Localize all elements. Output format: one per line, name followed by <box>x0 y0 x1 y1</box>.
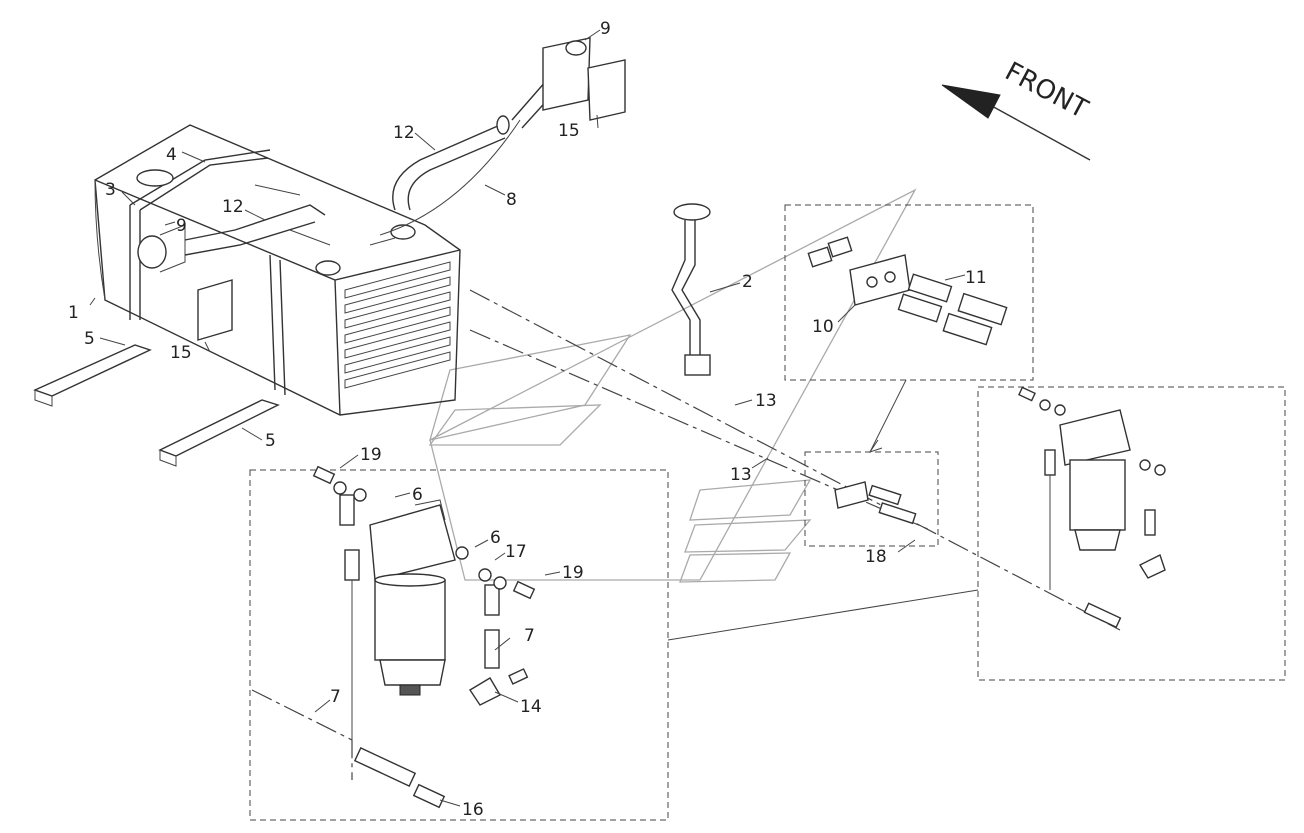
callout-9a: 9 <box>600 19 611 39</box>
tank-vent-slots <box>344 261 451 389</box>
callout-15a: 15 <box>558 121 580 141</box>
leader-detail-top <box>869 379 907 453</box>
support-brackets <box>33 344 280 467</box>
fuel-line-main <box>469 289 1121 631</box>
callout-18: 18 <box>865 547 887 567</box>
callout-5a: 5 <box>84 329 95 349</box>
callout-labels: 1 2 3 4 5 5 6 6 7 7 8 9 9 10 11 12 12 <box>68 19 987 820</box>
filler-pipe <box>379 37 626 236</box>
callout-13a: 13 <box>755 391 777 411</box>
fuel-level-sender <box>671 203 711 376</box>
callout-5b: 5 <box>265 431 276 451</box>
callout-11: 11 <box>965 268 987 288</box>
fuel-filter-left <box>251 465 536 809</box>
callout-19b: 19 <box>562 563 584 583</box>
callout-7a: 7 <box>330 687 341 707</box>
callout-12a: 12 <box>393 123 415 143</box>
detail-box-small <box>804 451 939 547</box>
callout-6b: 6 <box>490 528 501 548</box>
bulkhead-connector <box>807 236 1008 346</box>
callout-17: 17 <box>505 542 527 562</box>
callout-19a: 19 <box>360 445 382 465</box>
callout-13b: 13 <box>730 465 752 485</box>
fuel-filter-right <box>1018 386 1166 629</box>
callout-10: 10 <box>812 317 834 337</box>
front-label: FRONT <box>1000 57 1093 125</box>
callout-16: 16 <box>462 800 484 820</box>
front-direction-arrow: FRONT <box>941 57 1093 161</box>
callout-6a: 6 <box>412 485 423 505</box>
callout-9b: 9 <box>176 216 187 236</box>
detail-box-filter-left <box>249 469 669 821</box>
leader-detail-right <box>667 589 979 641</box>
fuel-tank <box>94 124 461 416</box>
callout-15b: 15 <box>170 343 192 363</box>
callout-2: 2 <box>742 272 753 292</box>
callout-4: 4 <box>166 145 177 165</box>
callout-12b: 12 <box>222 197 244 217</box>
callout-3: 3 <box>105 180 116 200</box>
small-connector <box>834 481 917 525</box>
detail-box-connector <box>784 204 1034 381</box>
callout-14: 14 <box>520 697 542 717</box>
callout-8: 8 <box>506 190 517 210</box>
callout-1: 1 <box>68 303 79 323</box>
callout-7b: 7 <box>524 626 535 646</box>
watermark-logo <box>428 188 917 583</box>
detail-box-filter-right <box>977 386 1286 681</box>
